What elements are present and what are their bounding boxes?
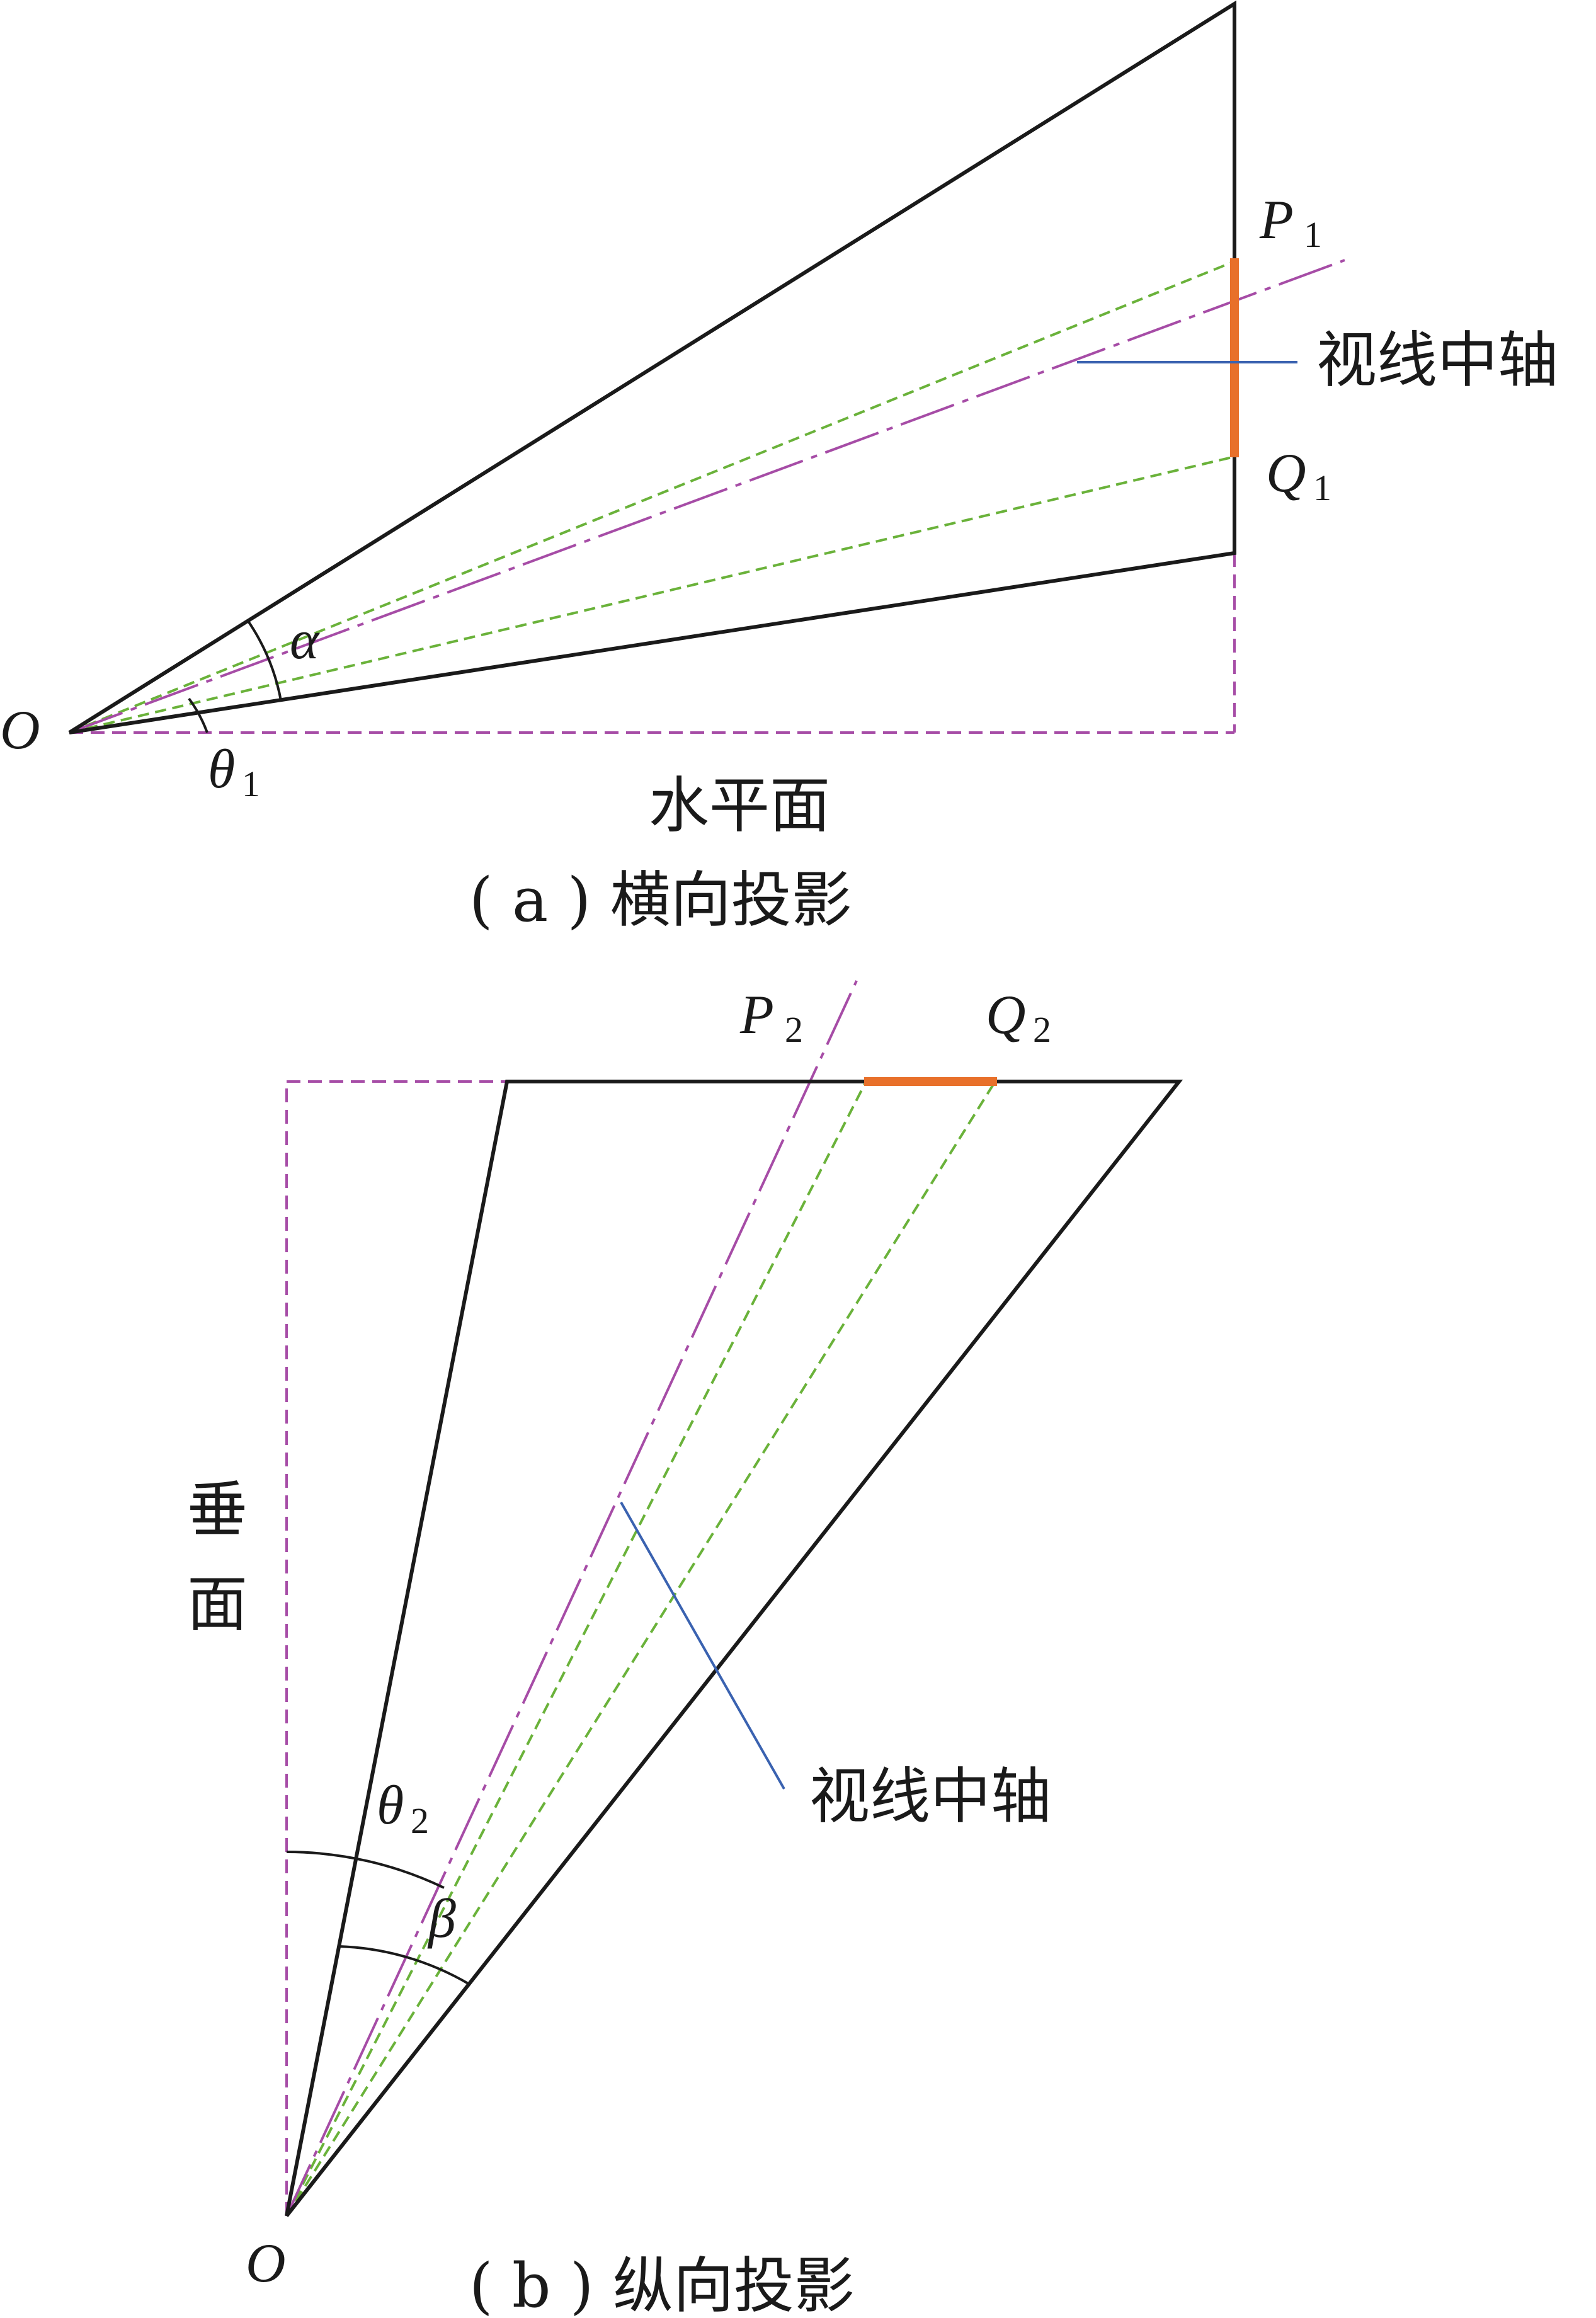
view-field-outline-b — [285, 1080, 1183, 2217]
ray-to-q1 — [69, 455, 1235, 734]
alpha-arc — [246, 619, 282, 701]
q2-subscript: 2 — [1033, 1009, 1051, 1050]
p2-label: P — [739, 985, 774, 1046]
axis-callout-label-b: 视线中轴 — [809, 1761, 1051, 1832]
ray-to-p1 — [69, 260, 1235, 734]
vertical-plane-label-1: 垂 — [187, 1475, 248, 1545]
view-field-outline — [68, 0, 1236, 734]
beta-arc — [338, 1945, 470, 1985]
horizontal-plane-label: 水平面 — [649, 770, 830, 841]
theta2-subscript: 2 — [411, 1800, 429, 1841]
axis-callout-label: 视线中轴 — [1316, 325, 1558, 396]
beta-label: β — [427, 1888, 456, 1950]
q1-subscript: 1 — [1313, 467, 1331, 508]
q2-label: Q — [986, 985, 1026, 1046]
theta2-arc — [286, 1851, 445, 1889]
view-axis-line — [69, 259, 1345, 734]
theta1-subscript: 1 — [242, 763, 260, 804]
axis-callout-line-b — [620, 1502, 785, 1790]
origin-label-b: O — [246, 2233, 286, 2294]
caption-a: ( a ) 横向投影 — [469, 865, 852, 935]
origin-label: O — [0, 700, 40, 761]
theta1-arc — [188, 697, 208, 733]
alpha-label: α — [290, 610, 320, 671]
q1-label: Q — [1266, 443, 1306, 504]
panel-a: O P 1 Q 1 α θ 1 视线中轴 水平面 ( a ) 横向投影 — [0, 0, 1558, 935]
caption-b: ( b ) 纵向投影 — [469, 2251, 855, 2318]
panel-b: O P 2 Q 2 θ 2 β 视线中轴 垂 面 ( b ) 纵向投影 — [187, 980, 1183, 2318]
theta2-label: θ — [377, 1775, 404, 1836]
p1-label: P — [1259, 190, 1294, 251]
ray-to-p2 — [285, 1081, 867, 2217]
ray-to-q2 — [285, 1080, 996, 2217]
p2-subscript: 2 — [785, 1009, 803, 1050]
p1-subscript: 1 — [1304, 214, 1322, 255]
view-axis-line-b — [285, 980, 858, 2217]
vertical-plane-label-2: 面 — [187, 1569, 248, 1640]
theta1-label: θ — [208, 739, 235, 800]
